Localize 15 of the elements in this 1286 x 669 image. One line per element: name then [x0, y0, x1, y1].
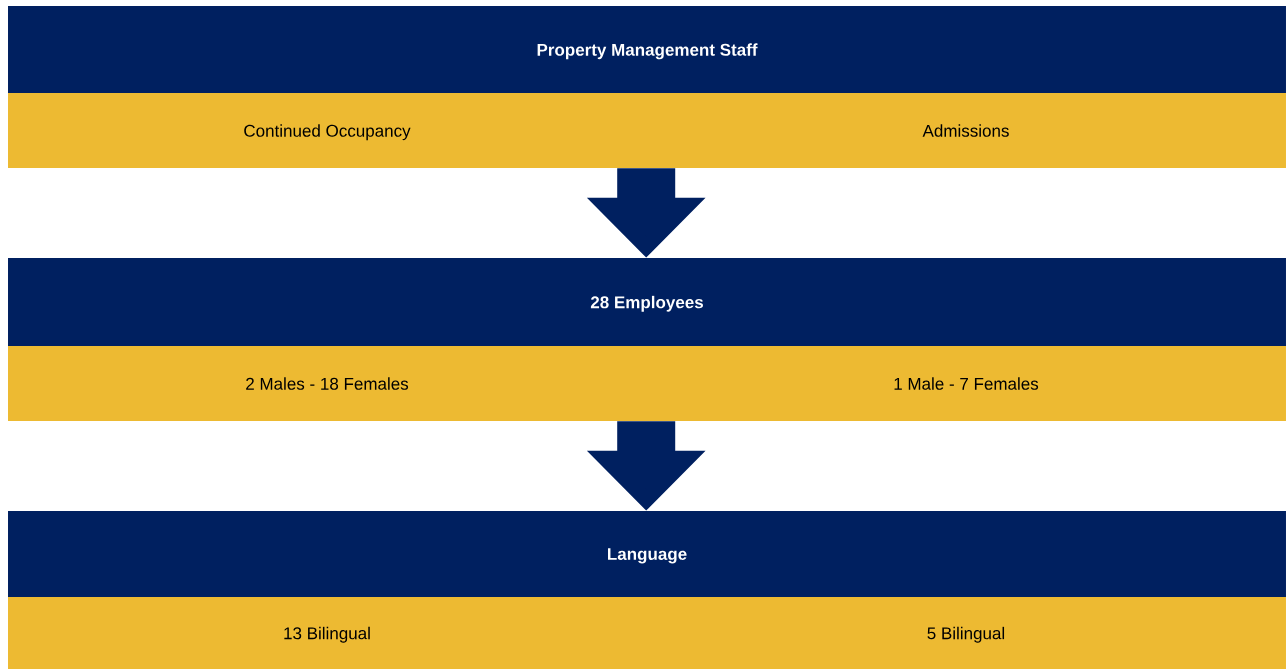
node-label: Admissions: [922, 124, 1009, 137]
header-band: 28 Employees: [8, 258, 1286, 346]
category-box: Continued Occupancy: [8, 93, 646, 168]
node-label: Continued Occupancy: [244, 124, 411, 141]
header-band: Property Management Staff: [8, 6, 1286, 93]
node-label: 1 Male - 7 Females: [894, 377, 1039, 390]
node-label: 13 Bilingual: [284, 626, 370, 643]
category-box: 13 Bilingual: [8, 597, 646, 669]
category-box: Admissions: [646, 93, 1286, 168]
header-band: Language: [8, 511, 1286, 597]
category-box: 2 Males - 18 Females: [8, 346, 646, 421]
category-box: 1 Male - 7 Females: [646, 346, 1286, 421]
category-box: 5 Bilingual: [646, 597, 1286, 669]
node-label: 2 Males - 18 Females: [246, 377, 409, 390]
node-label: 5 Bilingual: [927, 626, 1005, 643]
